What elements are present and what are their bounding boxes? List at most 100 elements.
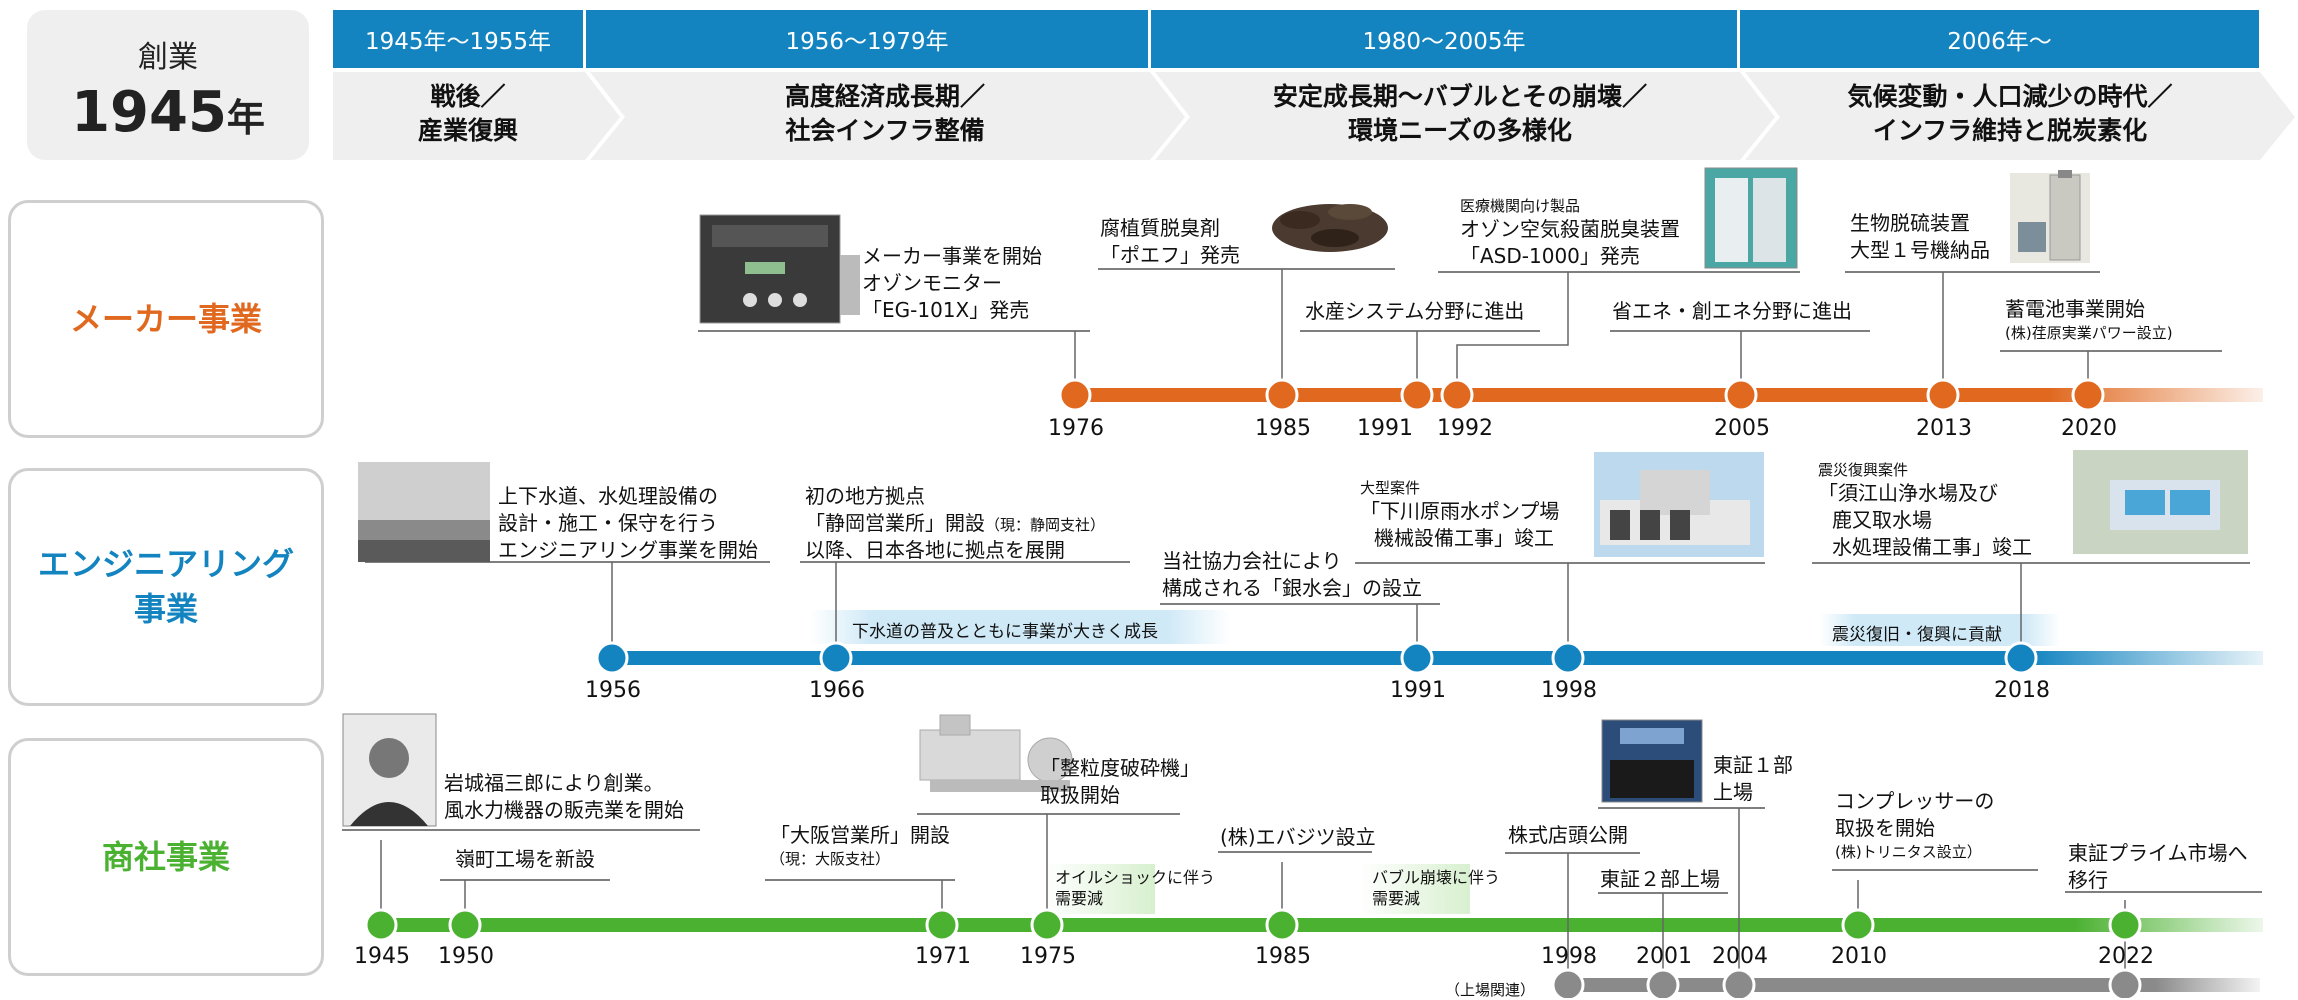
- era-title-3: 安定成長期〜バブルとその崩壊／環境ニーズの多様化: [1272, 82, 1648, 145]
- maker-node: [1724, 378, 1758, 412]
- maker-year-label: 1976: [1048, 416, 1104, 441]
- trading-node: [1030, 908, 1064, 942]
- engineering-event-1998: 大型案件 「下川原雨水ポンプ場 機械設備工事」竣工: [1360, 479, 1560, 551]
- trading-event-2022: 東証プライム市場へ移行: [2068, 841, 2248, 892]
- maker-event-1985: 腐植質脱臭剤「ポエフ」発売: [1100, 216, 1240, 267]
- maker-year-label: 1985: [1255, 416, 1311, 441]
- listing-event-1998: 株式店頭公開: [1508, 823, 1628, 847]
- trading-node: [925, 908, 959, 942]
- trading-year-label: 1971: [915, 944, 971, 969]
- era-title-1: 戦後／産業復興: [417, 82, 518, 145]
- maker-event-2005: 省エネ・創エネ分野に進出: [1612, 299, 1852, 323]
- listing-ceremony-photo: [1601, 719, 1703, 803]
- oil-shock-note: オイルショックに伴う需要減: [1055, 868, 1216, 908]
- listing-event-2001: 東証２部上場: [1600, 867, 1720, 891]
- event-connectors: [380, 269, 2126, 976]
- water-plant-photo: [2073, 450, 2248, 554]
- listing-year-label: 1998: [1541, 944, 1597, 969]
- maker-node: [1926, 378, 1960, 412]
- maker-event-1992: 医療機関向け製品 オゾン空気殺菌脱臭装置 「ASD-1000」発売: [1460, 197, 1680, 269]
- founder-portrait-photo: [342, 713, 437, 827]
- trading-event-2010: コンプレッサーの 取扱を開始 (株)トリニタス設立）: [1835, 789, 1995, 861]
- period-range-3: 1980〜2005年: [1362, 29, 1526, 55]
- trading-nodes: [364, 908, 2142, 942]
- maker-event-1991: 水産システム分野に進出: [1305, 299, 1525, 323]
- asd1000-photo: [1704, 167, 1798, 269]
- listing-node: [1722, 968, 1756, 998]
- founding-label: 創業: [138, 40, 198, 75]
- engineering-event-1956: 上下水道、水処理設備の設計・施工・保守を行うエンジニアリング事業を開始: [498, 484, 758, 562]
- lane-label-trading: 商社事業: [8, 738, 324, 976]
- engineering-year-label: 1966: [809, 678, 865, 703]
- engineering-year-label: 1998: [1541, 678, 1597, 703]
- maker-year-label: 2020: [2061, 416, 2117, 441]
- engineering-year-label: 1956: [585, 678, 641, 703]
- listing-nodes: [1551, 968, 2142, 998]
- era-chevron-4: [1745, 72, 2295, 160]
- era-title-4: 気候変動・人口減少の時代／インフラ維持と脱炭素化: [1847, 82, 2173, 145]
- era-chevron-1: [333, 72, 620, 160]
- period-header-bar: [333, 10, 2259, 68]
- maker-node: [1058, 378, 1092, 412]
- trading-node: [364, 908, 398, 942]
- lane-label-maker: メーカー事業: [8, 200, 324, 438]
- maker-node: [1440, 378, 1474, 412]
- bubble-band: [1360, 864, 1470, 914]
- recovery-band: [1820, 614, 2060, 646]
- trading-node: [1841, 908, 1875, 942]
- trading-year-label: 2010: [1831, 944, 1887, 969]
- maker-year-label: 2013: [1916, 416, 1972, 441]
- era-chevron-2: [590, 72, 1185, 160]
- maker-year-label: 1991: [1357, 416, 1413, 441]
- crusher-photo: [919, 714, 1073, 792]
- oil-shock-band: [1045, 864, 1155, 914]
- maker-event-2020: 蓄電池事業開始 (株)荏原実業パワー設立): [2005, 297, 2173, 342]
- trading-node: [1265, 908, 1299, 942]
- engineering-event-2018: 震災復興案件 「須江山浄水場及び 鹿又取水場 水処理設備工事」竣工: [1818, 461, 2032, 560]
- trading-event-1971: 「大阪営業所」開設 （現：大阪支社）: [770, 823, 950, 868]
- engineering-year-label: 1991: [1390, 678, 1446, 703]
- ozone-monitor-photo: [699, 214, 860, 324]
- sewage-plant-photo: [358, 462, 490, 562]
- engineering-event-1991: 当社協力会社により構成される「銀水会」の設立: [1162, 549, 1422, 600]
- trading-year-label: 1950: [438, 944, 494, 969]
- trading-timeline-line: [370, 918, 2263, 932]
- maker-nodes: [1058, 378, 2105, 412]
- trading-event-1945: 岩城福三郎により創業。風水力機器の販売業を開始: [444, 771, 684, 822]
- period-divider: [1148, 10, 1151, 68]
- engineering-node: [1551, 641, 1585, 675]
- trading-year-label: 1945: [354, 944, 410, 969]
- listing-year-label: 2001: [1636, 944, 1692, 969]
- lane-label-engineering: エンジニアリング事業: [8, 468, 324, 706]
- maker-timeline-line: [1065, 388, 2263, 402]
- desulfurizer-photo: [2010, 170, 2090, 263]
- trading-year-label: 2022: [2098, 944, 2154, 969]
- pump-station-photo: [1594, 452, 1764, 557]
- engineering-nodes: [595, 641, 2038, 675]
- founding-badge: 創業 1945年: [27, 10, 309, 160]
- trading-year-label: 1975: [1020, 944, 1076, 969]
- period-divider: [1737, 10, 1740, 68]
- trading-event-1950: 嶺町工場を新設: [455, 847, 595, 871]
- engineering-event-1966: 初の地方拠点 「静岡営業所」開設（現：静岡支社） 以降、日本各地に拠点を展開: [805, 484, 1106, 562]
- growth-band: [810, 610, 1230, 644]
- growth-band-label: 下水道の普及とともに事業が大きく成長: [852, 622, 1158, 642]
- era-title-2: 高度経済成長期／社会インフラ整備: [784, 82, 985, 145]
- maker-node: [1400, 378, 1434, 412]
- maker-year-label: 1992: [1437, 416, 1493, 441]
- period-range-4: 2006年〜: [1947, 29, 2052, 55]
- period-range-1: 1945年〜1955年: [364, 29, 552, 55]
- recovery-band-label: 震災復旧・復興に貢献: [1832, 625, 2002, 645]
- period-range-2: 1956〜1979年: [785, 29, 949, 55]
- maker-year-label: 2005: [1714, 416, 1770, 441]
- maker-event-1976: メーカー事業を開始オゾンモニター「EG-101X」発売: [862, 244, 1042, 322]
- engineering-year-label: 2018: [1994, 678, 2050, 703]
- engineering-node: [819, 641, 853, 675]
- trading-year-label: 1985: [1255, 944, 1311, 969]
- listing-node: [2108, 968, 2142, 998]
- maker-node: [1265, 378, 1299, 412]
- maker-event-2013: 生物脱硫装置大型１号機納品: [1850, 211, 1990, 262]
- deodorant-photo: [1272, 204, 1388, 252]
